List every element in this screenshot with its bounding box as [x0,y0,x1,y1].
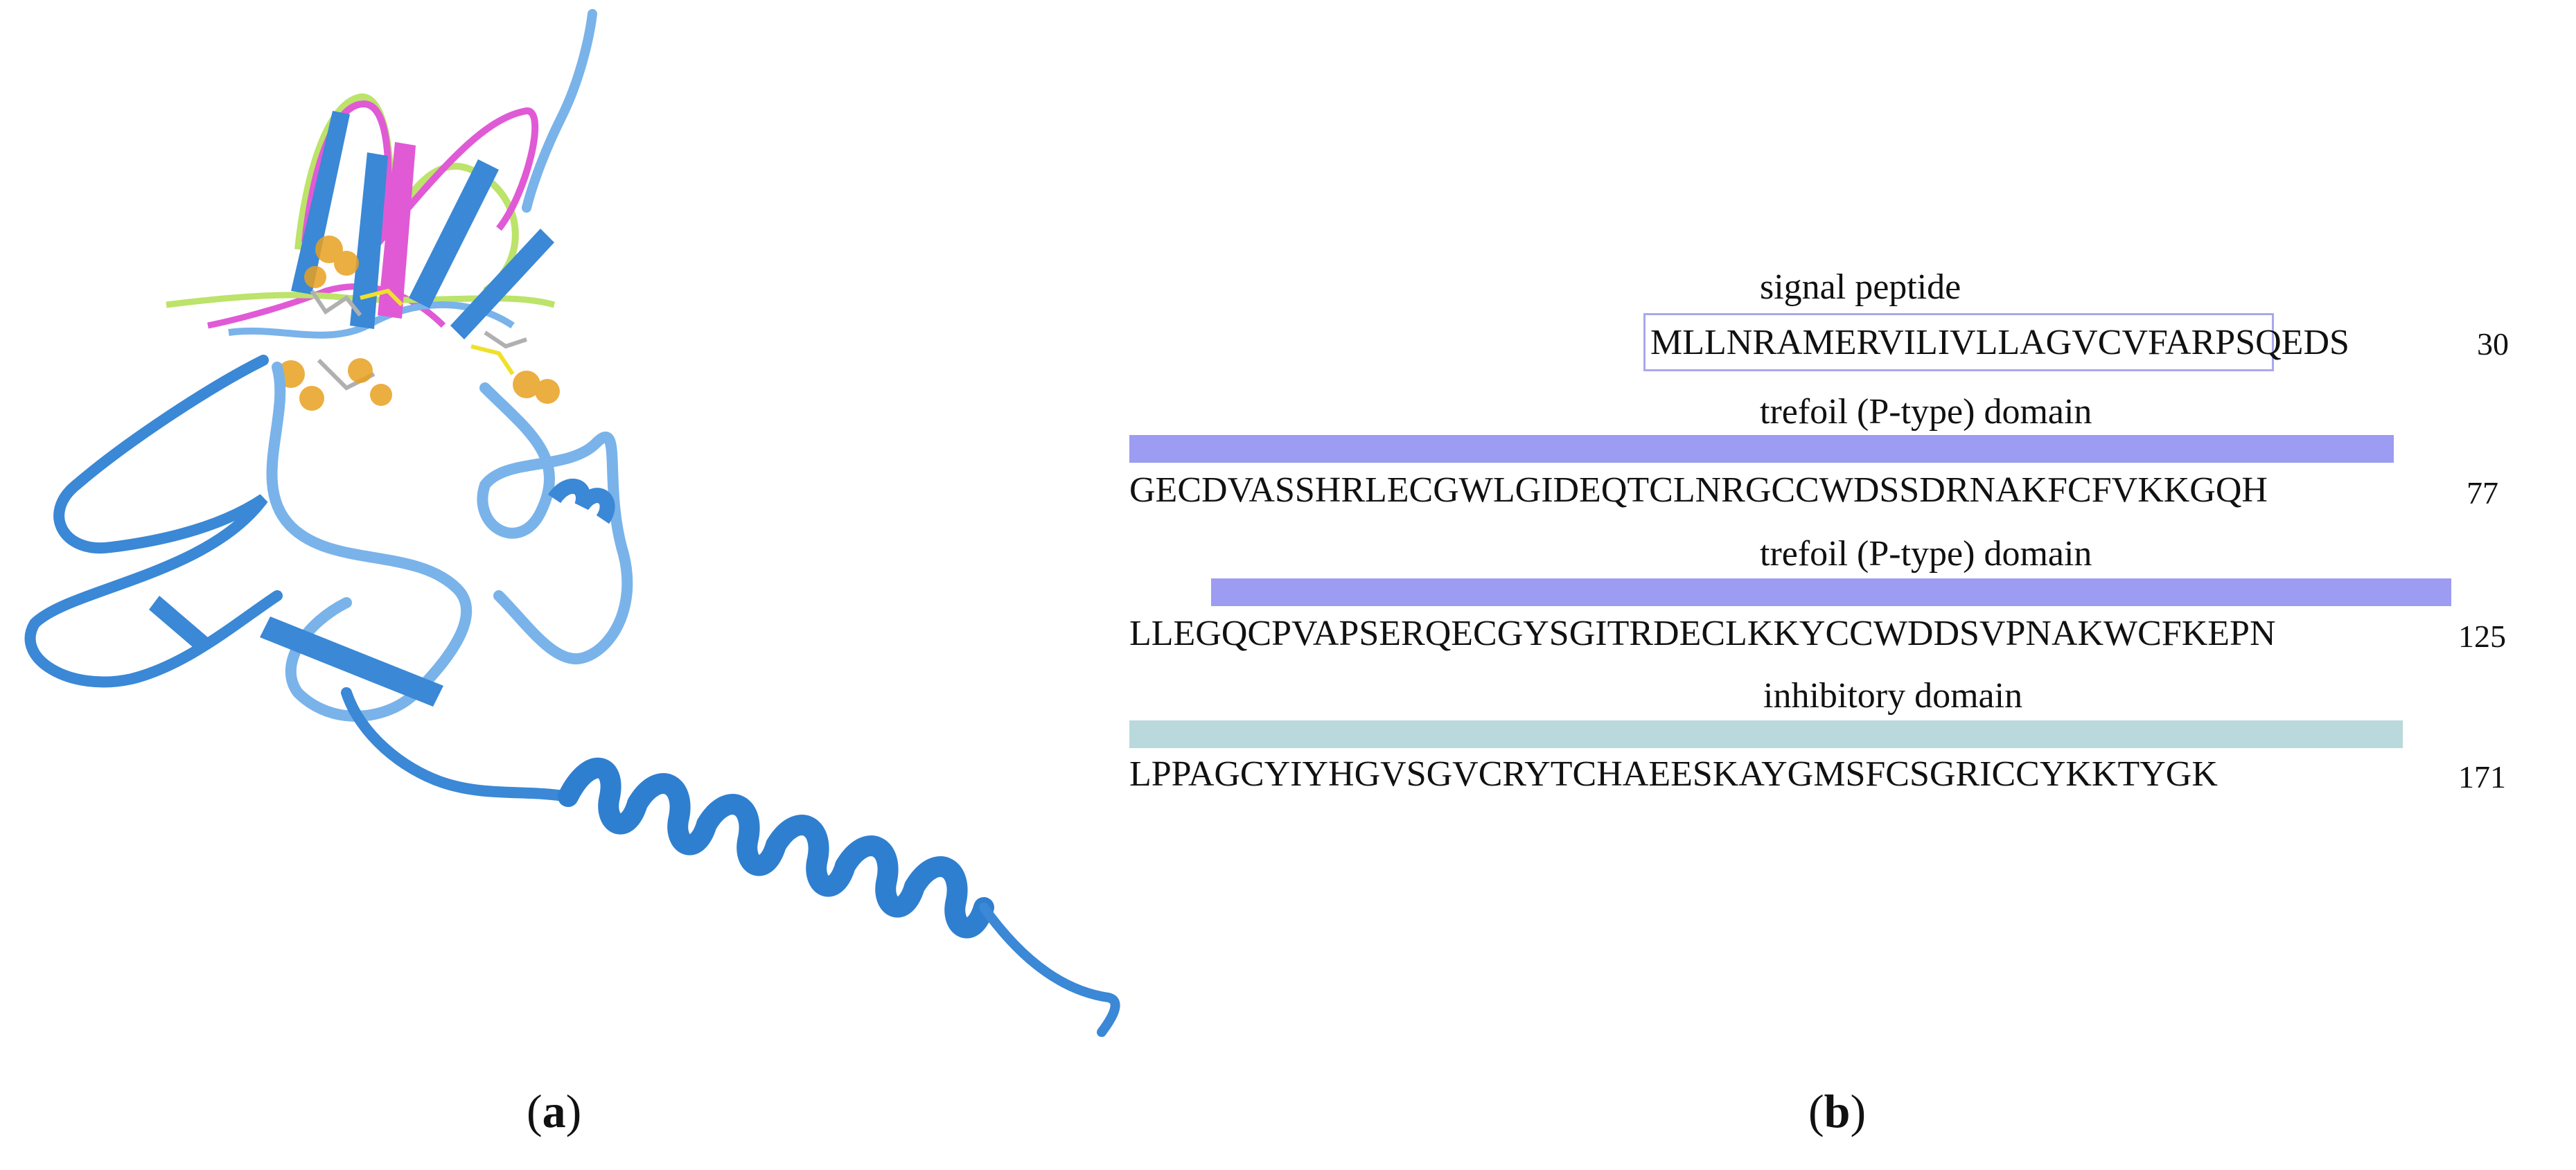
small-helix [547,478,615,524]
disulfide-bond-yellow [360,288,515,375]
position-number-1: 30 [2477,326,2509,362]
coil-loop-right [477,382,633,665]
coil-loop-center [266,362,472,722]
sequence-row-3: LLEGQCPVAPSERQECGYSGITRDECLKKYCCWDDSVPNA… [1129,614,2276,653]
beta-strand-blue-4 [450,229,554,339]
position-number-2: 77 [2467,475,2498,511]
panel-a-caption: (a) [527,1085,582,1137]
beta-strand-left [149,596,208,651]
trefoil-domain-bar-2 [1211,578,2451,606]
inhibitory-domain-bar [1129,720,2403,748]
beta-strand-middle [260,617,443,707]
signal-peptide-sequence: MLLNRAMERVILIVLLAGVCVFA [1650,323,2191,362]
position-number-4: 171 [2458,759,2506,795]
coil-lower [341,687,574,802]
sequence-row-4: LPPAGCYIYHGVSGVCRYTCHAEESKAYGMSFCSGRICCY… [1129,754,2218,794]
cysteine-spheres [277,236,560,411]
protein-structure-panel [0,0,1136,1081]
trefoil-domain-label-1: trefoil (P-type) domain [1760,392,2092,432]
panel-b-caption: (b) [1808,1085,1867,1137]
beta-strand-blue-1 [291,111,350,294]
trefoil-domain-label-2: trefoil (P-type) domain [1760,534,2092,574]
trefoil-domain-bar-1 [1129,435,2394,463]
beta-strand-blue-3 [409,159,499,308]
c-terminal-helix [558,757,994,939]
beta-strand-magenta [378,142,416,319]
c-terminal-tail [979,903,1120,1037]
signal-peptide-box [1643,313,2274,371]
sequence-row-1-rest: RPSQEDS [2191,323,2349,362]
signal-peptide-label: signal peptide [1760,267,1961,307]
sequence-row-1: MLLNRAMERVILIVLLAGVCVFARPSQEDS [1650,322,2349,363]
sequence-row-2: GECDVASSHRLECGWLGIDEQTCLNRGCCWDSSDRNAKFC… [1129,470,2268,510]
beta-strand-blue-2 [350,152,388,329]
n-terminal-tail [522,9,597,213]
overlay-magenta-loop-2 [207,283,446,329]
position-number-3: 125 [2458,619,2506,654]
sequence-annotation-panel: signal peptide MLLNRAMERVILIVLLAGVCVFARP… [1122,0,2576,831]
inhibitory-domain-label: inhibitory domain [1763,676,2023,716]
coil-loop-left [24,355,283,688]
protein-ribbon-structure [24,9,1120,1037]
